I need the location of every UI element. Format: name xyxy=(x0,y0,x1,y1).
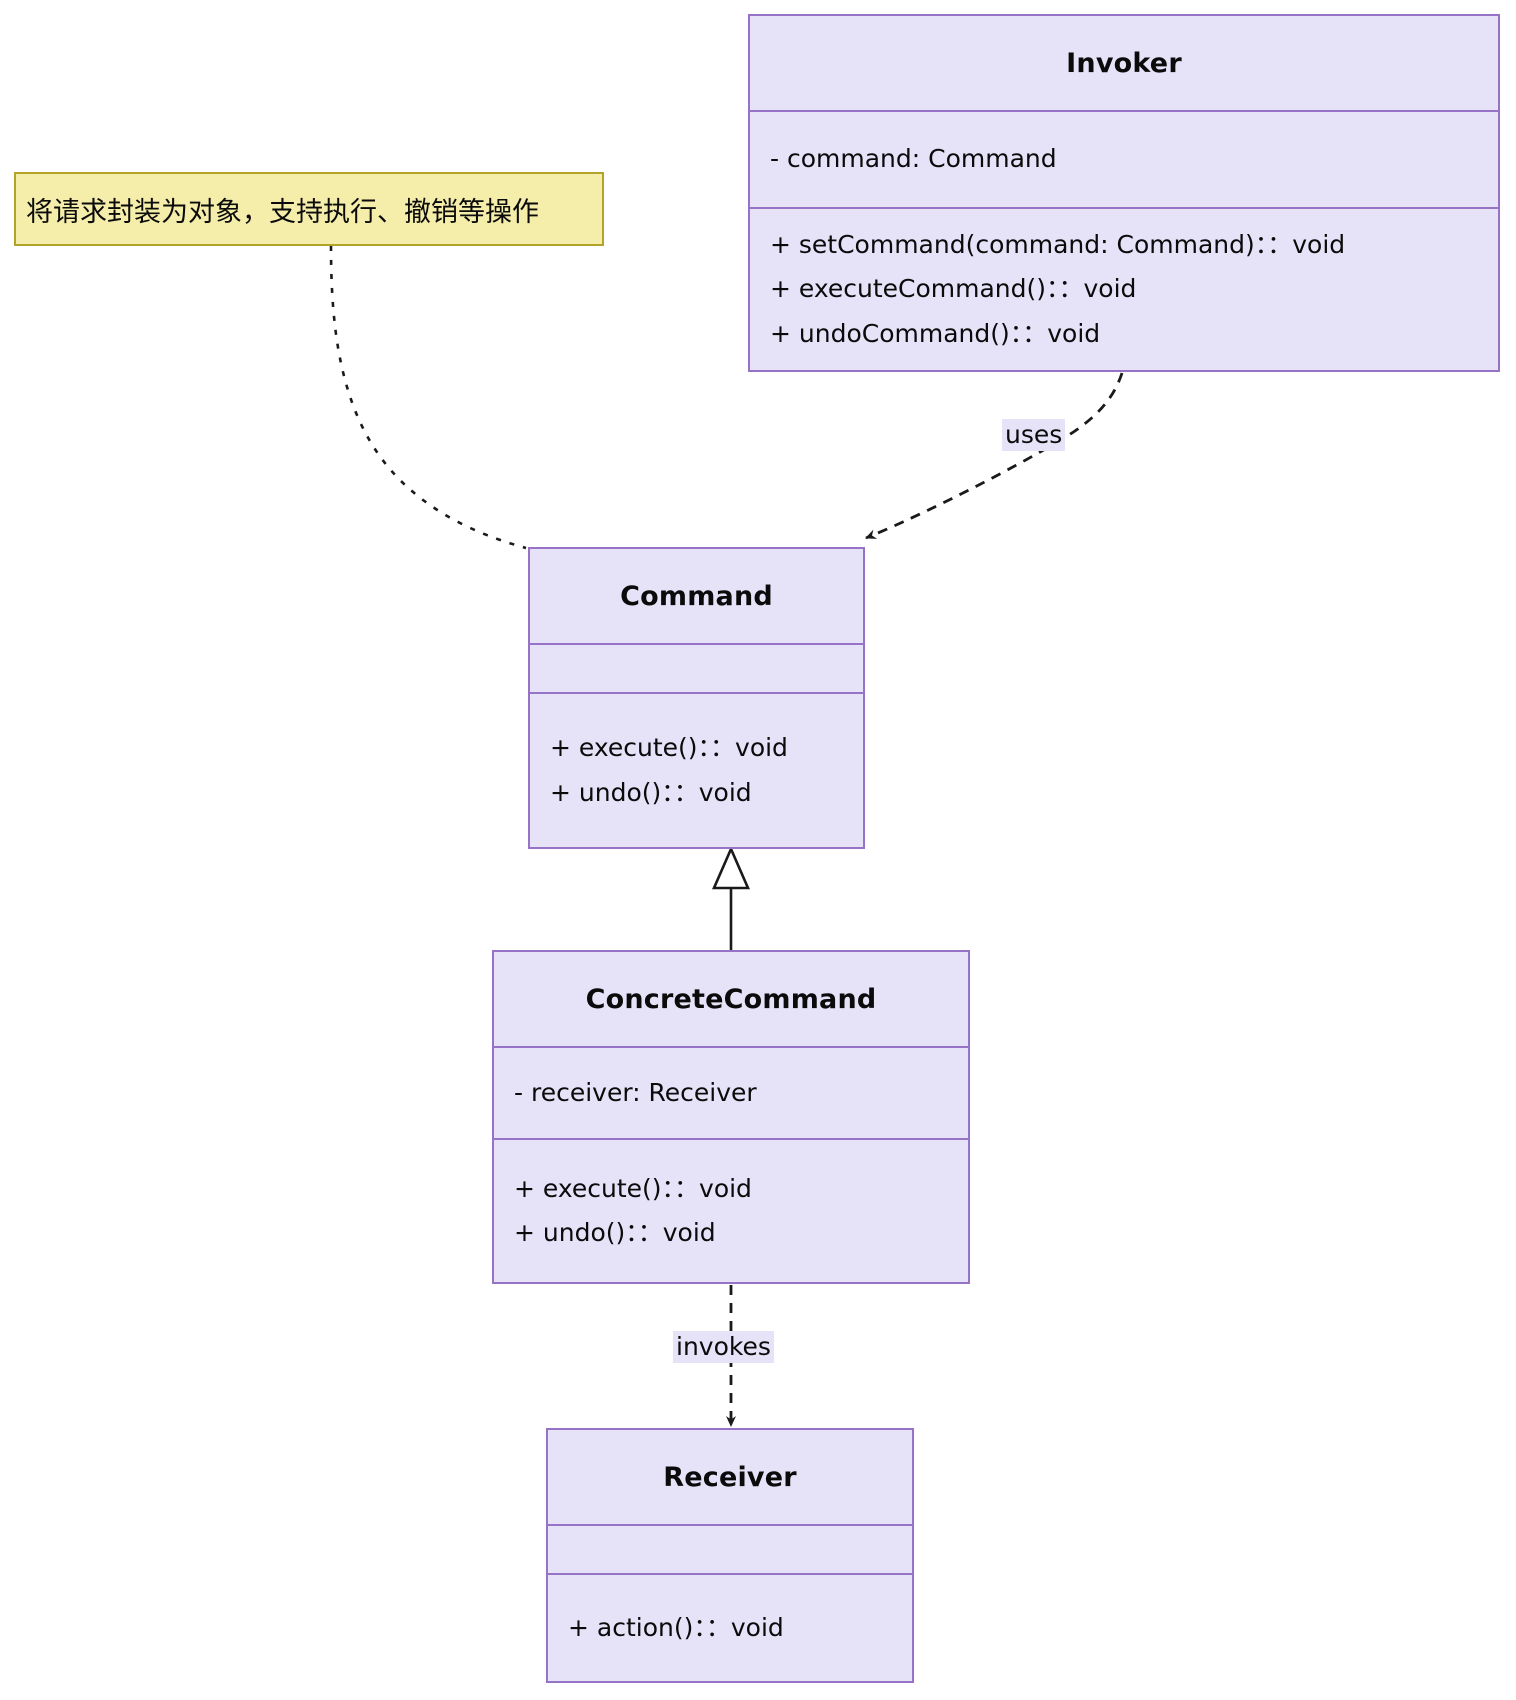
receiver-class-name: Receiver xyxy=(663,1461,797,1493)
edge-invoker-uses-command xyxy=(865,372,1124,540)
invoker-attributes-section: - command: Command xyxy=(750,110,1498,207)
class-box-concretecommand[interactable]: ConcreteCommand - receiver: Receiver + e… xyxy=(492,950,970,1284)
command-attributes-section xyxy=(530,643,863,692)
command-methods-section: + execute()：：void + undo()：：void xyxy=(530,692,863,847)
invoker-class-name: Invoker xyxy=(1066,47,1182,79)
class-box-command[interactable]: Command + execute()：：void + undo()：：void xyxy=(528,547,865,849)
concretecommand-method-0: + execute()：：void xyxy=(514,1173,752,1203)
invoker-method-1: + executeCommand()：：void xyxy=(770,274,1137,304)
command-class-name: Command xyxy=(620,580,773,612)
receiver-methods-section: + action()：：void xyxy=(548,1573,912,1681)
command-title-section: Command xyxy=(530,549,863,643)
invoker-attribute-0: - command: Command xyxy=(770,144,1057,174)
concretecommand-title-section: ConcreteCommand xyxy=(494,952,968,1046)
receiver-attributes-section xyxy=(548,1524,912,1573)
class-box-receiver[interactable]: Receiver + action()：：void xyxy=(546,1428,914,1683)
concretecommand-method-1: + undo()：：void xyxy=(514,1218,716,1247)
invoker-method-0: + setCommand(command: Command)：：void xyxy=(770,229,1346,259)
edge-note-to-command xyxy=(329,245,527,550)
concretecommand-class-name: ConcreteCommand xyxy=(585,983,877,1015)
concretecommand-attribute-0: - receiver: Receiver xyxy=(514,1077,757,1107)
edge-label-invokes: invokes xyxy=(673,1331,774,1363)
invoker-method-2: + undoCommand()：：void xyxy=(770,318,1101,348)
hollow-triangle-arrowhead-icon xyxy=(712,845,750,890)
receiver-title-section: Receiver xyxy=(548,1430,912,1524)
concretecommand-methods-section: + execute()：：void + undo()：：void xyxy=(494,1138,968,1282)
note-text: 将请求封装为对象，支持执行、撤销等操作 xyxy=(26,196,539,228)
receiver-method-0: + action()：：void xyxy=(568,1612,784,1642)
invoker-methods-section: + setCommand(command: Command)：：void + e… xyxy=(750,207,1498,370)
edge-label-uses: uses xyxy=(1002,419,1066,451)
note-box: 将请求封装为对象，支持执行、撤销等操作 xyxy=(14,172,604,246)
command-method-0: + execute()：：void xyxy=(550,733,788,762)
command-method-1: + undo()：：void xyxy=(550,777,752,807)
class-box-invoker[interactable]: Invoker - command: Command + setCommand(… xyxy=(748,14,1500,372)
concretecommand-attributes-section: - receiver: Receiver xyxy=(494,1046,968,1138)
invoker-title-section: Invoker xyxy=(750,16,1498,110)
